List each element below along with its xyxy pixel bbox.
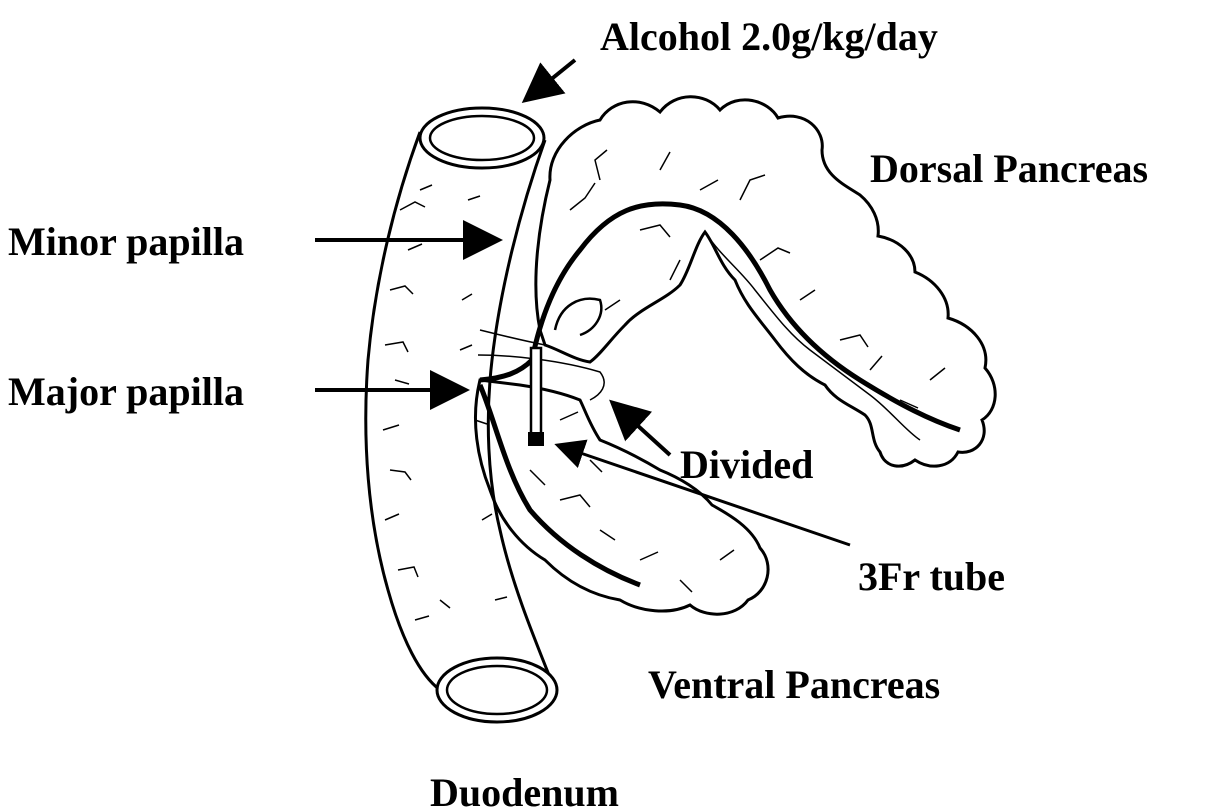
duodenum-label: Duodenum: [430, 770, 619, 811]
dorsal-pancreas-fold: [555, 299, 601, 335]
divided-arrow: [615, 405, 670, 455]
alcohol-label: Alcohol 2.0g/kg/day: [600, 14, 938, 59]
ventral-duct: [480, 385, 640, 585]
pancreas-ductules: [530, 150, 945, 592]
dorsal-pancreas-inner: [705, 232, 920, 440]
major-papilla-label: Major papilla: [8, 369, 244, 414]
3fr-tube: [531, 348, 541, 440]
dorsal-pancreas-label: Dorsal Pancreas: [870, 146, 1148, 191]
duodenum-outer: [366, 132, 555, 690]
3fr-tube-tip: [528, 432, 544, 446]
minor-papilla-label: Minor papilla: [8, 219, 244, 264]
alcohol-arrow: [528, 60, 575, 98]
duodenum-bottom-opening: [437, 658, 557, 722]
3fr-tube-label: 3Fr tube: [858, 554, 1005, 599]
ventral-pancreas-label: Ventral Pancreas: [648, 662, 940, 707]
divided-label: Divided: [680, 442, 813, 487]
